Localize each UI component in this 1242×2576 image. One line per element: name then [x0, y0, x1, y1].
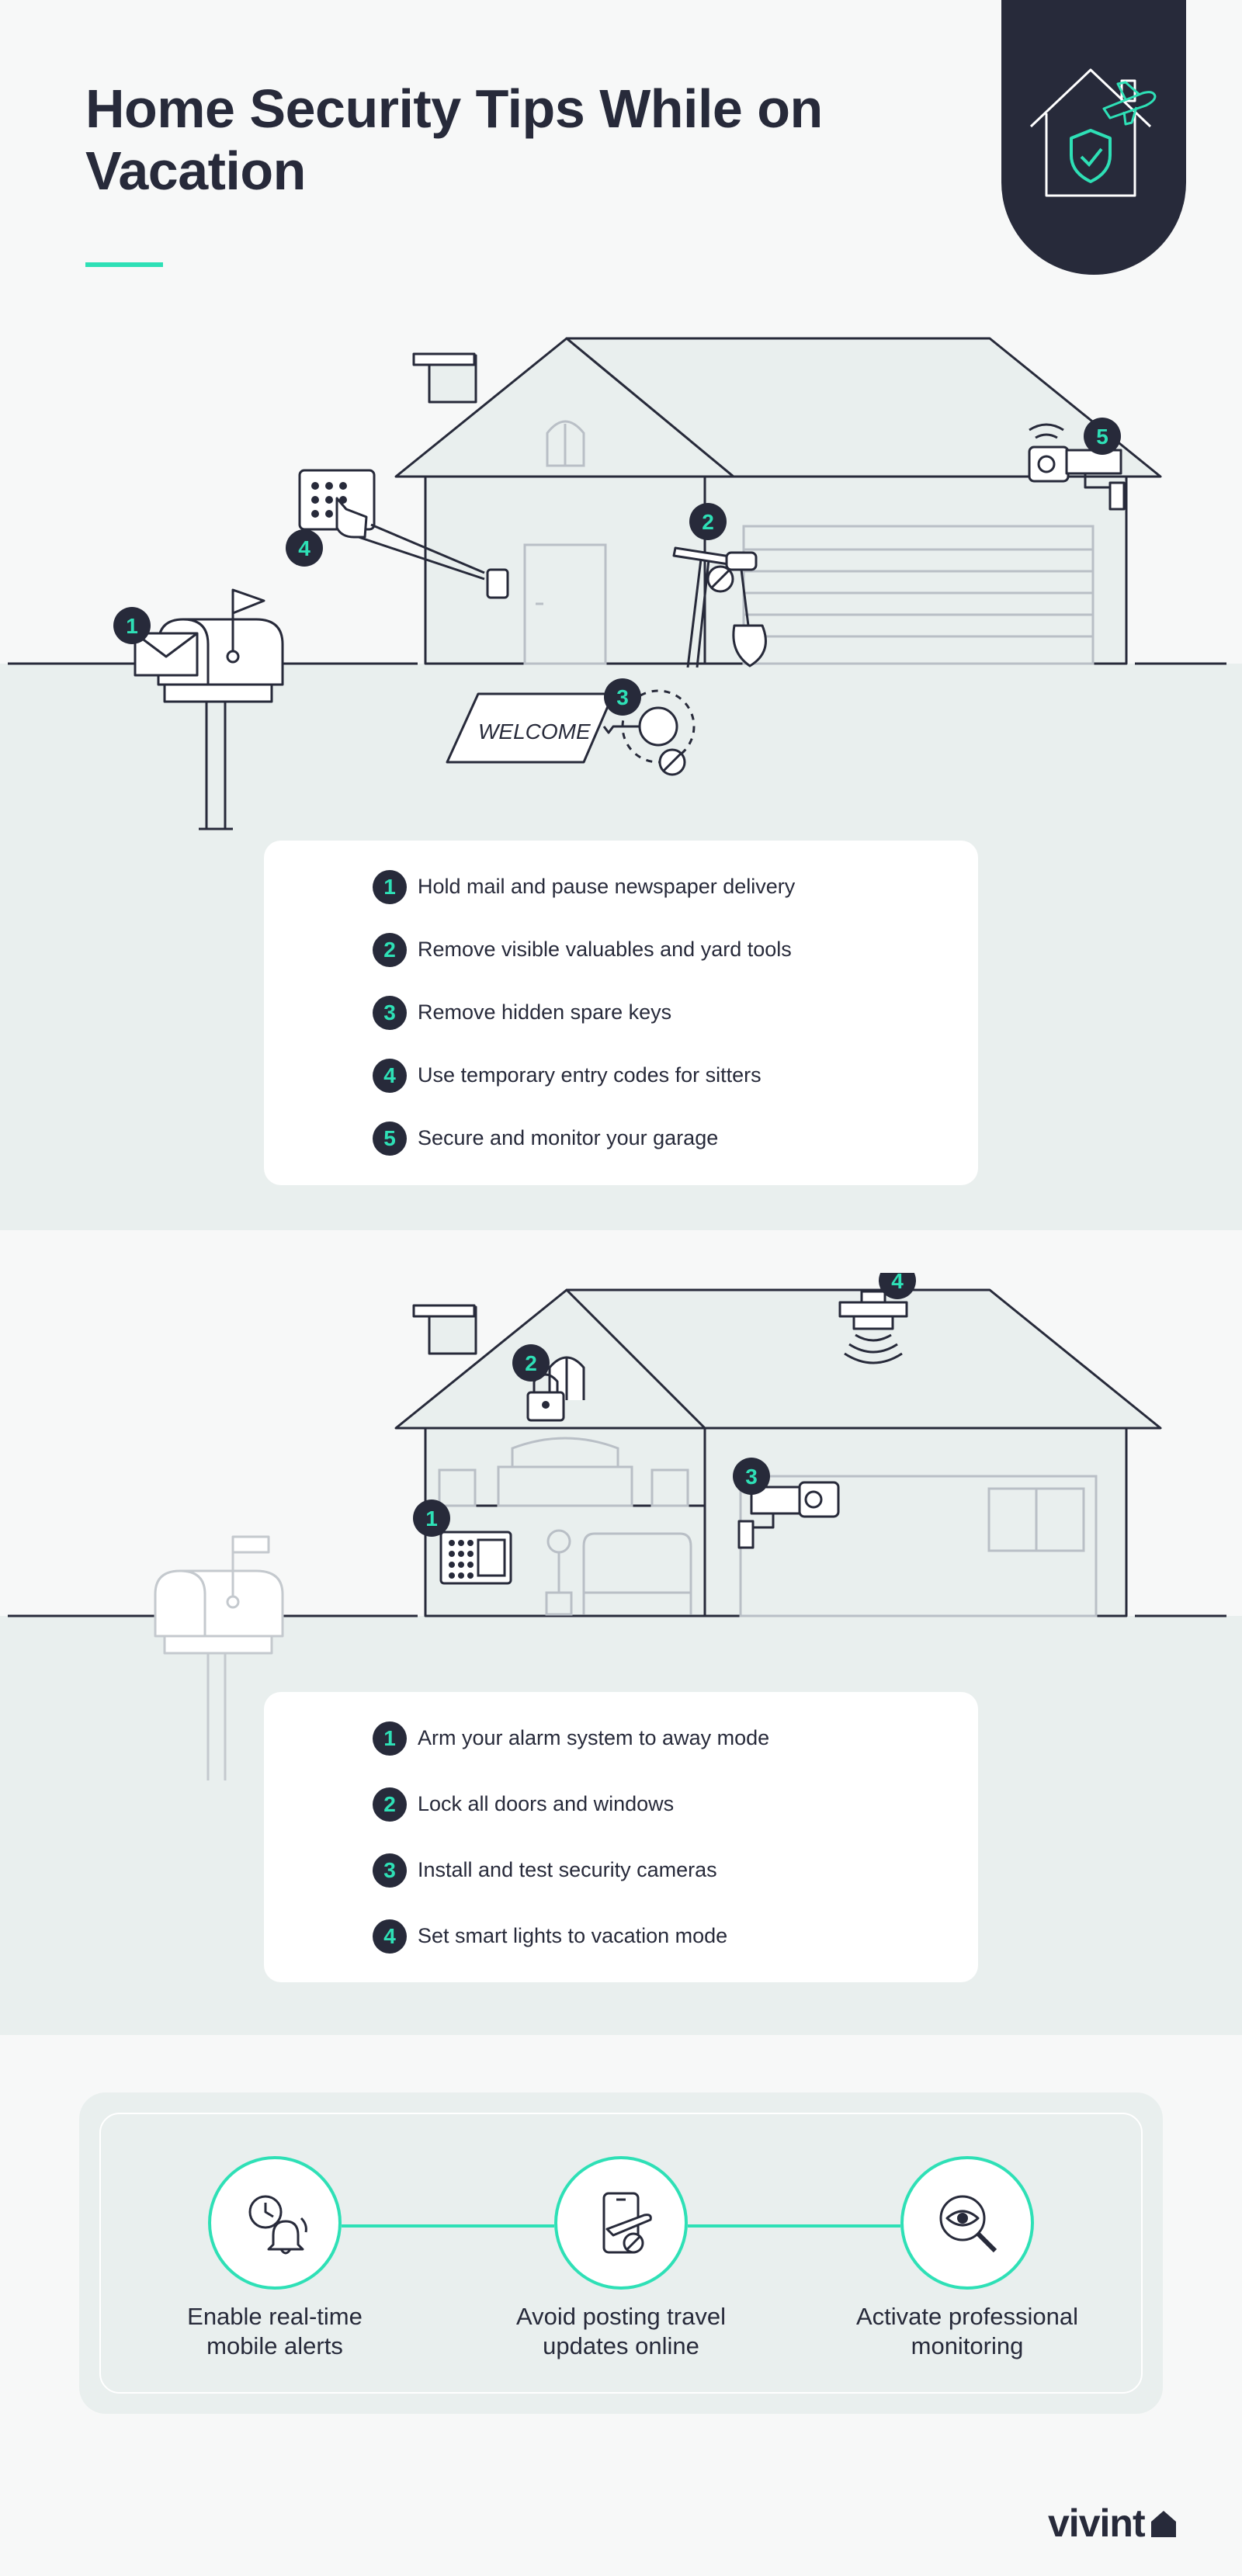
house-shield-plane-icon: [1029, 68, 1157, 197]
extra-tips-inner-border: [99, 2113, 1143, 2394]
extra-tip-icon-wrap: [900, 2156, 1034, 2290]
extra-tip-label: Activate professional monitoring: [855, 2303, 1079, 2359]
scene-marker: 1: [425, 1506, 438, 1531]
scene-marker: 4: [298, 536, 310, 560]
scene-markers-2: 1 2 3 4: [413, 1273, 916, 1537]
scene-marker: 5: [1096, 425, 1108, 449]
scene-marker: 3: [745, 1465, 758, 1489]
title-underline: [85, 262, 163, 267]
alarm-bell-icon: [248, 2195, 307, 2255]
scene-marker: 2: [525, 1351, 537, 1375]
extra-tip-icon-wrap: [554, 2156, 688, 2290]
eye-magnifier-icon: [939, 2195, 997, 2253]
connector-line: [342, 2224, 554, 2228]
doormat-text: WELCOME: [478, 719, 591, 744]
scene-marker: 2: [702, 510, 714, 534]
brand-house-icon: [1150, 2511, 1176, 2537]
scene-marker: 4: [891, 1273, 904, 1293]
scene-markers-1: 1 2 3 4 5: [113, 418, 1121, 716]
extra-tip-icon-wrap: [208, 2156, 342, 2290]
header-badge: [1001, 0, 1186, 275]
phone-plane-icon: [602, 2192, 652, 2254]
vacation-exterior-illustration: WELCOME 1 2 3 4 5: [8, 337, 1226, 830]
scene-marker: 3: [616, 685, 629, 709]
connector-line: [688, 2224, 900, 2228]
brand-logo: vivint: [1048, 2501, 1179, 2546]
scene-marker: 1: [126, 614, 138, 638]
extra-tip-label: Enable real-time mobile alerts: [187, 2303, 363, 2359]
page-title: Home Security Tips While on Vacation: [85, 78, 823, 201]
vacation-interior-illustration: 1 2 3 4: [8, 1273, 1226, 1780]
extra-tip-label: Avoid posting travel updates online: [516, 2303, 726, 2359]
